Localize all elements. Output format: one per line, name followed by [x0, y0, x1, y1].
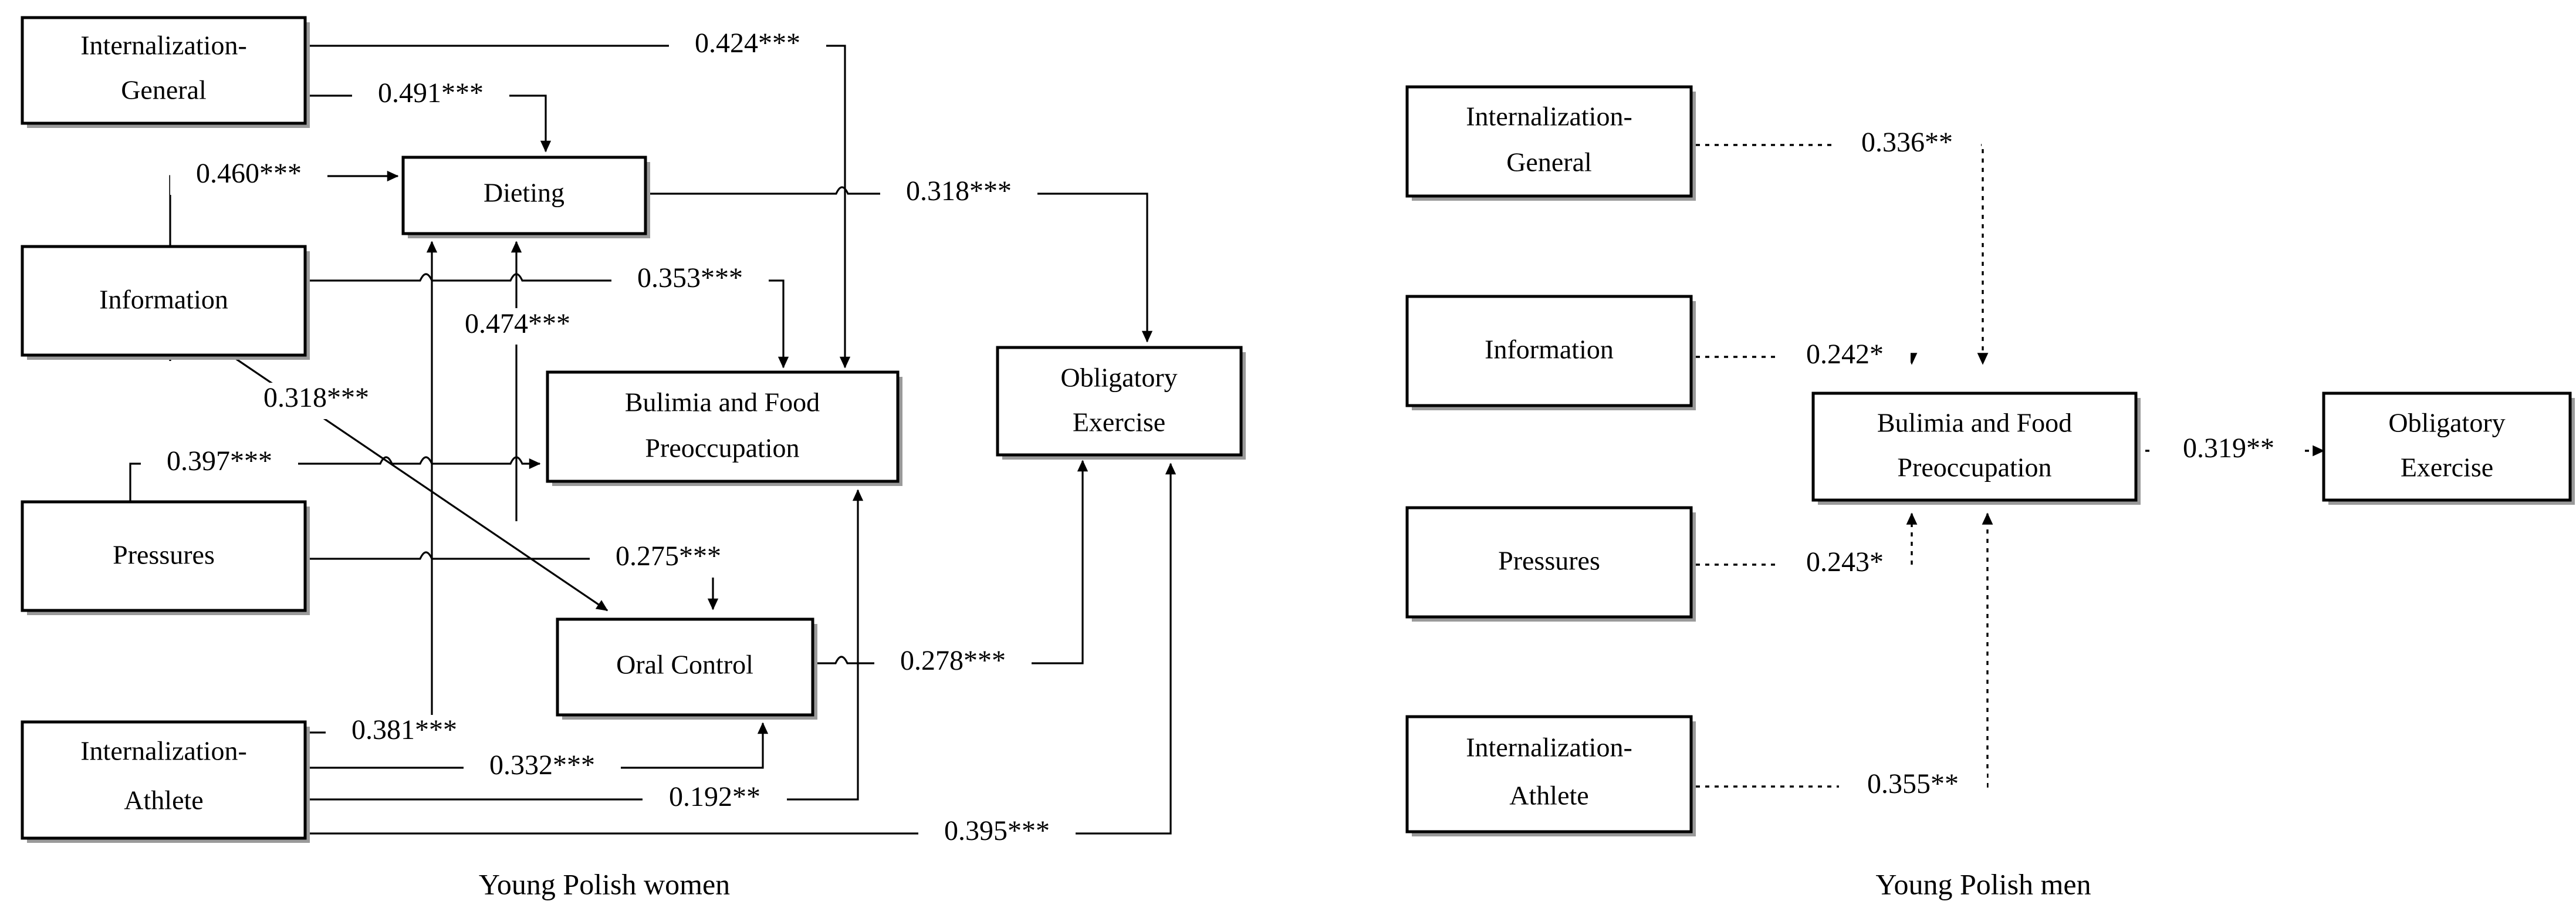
node-label-line2: Exercise — [2401, 453, 2493, 482]
node-label-line1: Information — [99, 285, 228, 315]
node-label-line1: Oral Control — [616, 650, 753, 680]
node-obligatory-exercise-men[interactable]: Obligatory Exercise — [2322, 392, 2575, 505]
node-internalization-athlete-men[interactable]: Internalization- Athlete — [1405, 715, 1696, 836]
edge-pressures-oral_control — [306, 551, 719, 610]
edge-label-0.474: 0.474*** — [439, 308, 596, 345]
nodes-men: Internalization- General Information Pre… — [1405, 85, 2575, 836]
edge-label-0.424: 0.424*** — [669, 28, 826, 65]
svg-text:0.491***: 0.491*** — [378, 77, 484, 109]
svg-text:0.192**: 0.192** — [669, 781, 760, 812]
node-internalization-general-women[interactable]: Internalization- General — [21, 16, 310, 128]
panel-caption-men: Young Polish men — [1875, 868, 2091, 900]
svg-text:0.242*: 0.242* — [1806, 339, 1884, 370]
svg-text:0.332***: 0.332*** — [489, 750, 595, 781]
svg-text:0.275***: 0.275*** — [616, 541, 721, 572]
edge-m-information-bulimia — [1696, 353, 1918, 365]
node-label-line1: Internalization- — [80, 736, 247, 766]
svg-text:0.381***: 0.381*** — [351, 714, 457, 745]
node-label-line2: Preoccupation — [645, 433, 799, 463]
edge-int_general-bulimia — [306, 45, 851, 369]
edge-label-m-0.355: 0.355** — [1839, 768, 1987, 805]
panel-caption-women: Young Polish women — [479, 868, 730, 900]
node-label-line1: Information — [1485, 335, 1614, 365]
edge-label-m-0.243: 0.243* — [1779, 546, 1911, 583]
node-label-line1: Internalization- — [1466, 733, 1632, 762]
node-label-line1: Internalization- — [80, 31, 247, 60]
svg-text:0.243*: 0.243* — [1806, 546, 1884, 578]
edge-label-m-0.336: 0.336** — [1833, 127, 1981, 164]
svg-text:0.424***: 0.424*** — [695, 28, 800, 59]
edge-labels-men: 0.336** 0.242* 0.243* 0.355** 0.319** — [1779, 127, 2303, 805]
node-label-line2: Athlete — [124, 785, 203, 815]
edge-int_athlete-dieting — [306, 241, 438, 734]
edge-label-0.381: 0.381*** — [326, 714, 483, 751]
svg-text:0.355**: 0.355** — [1867, 768, 1959, 799]
node-label-line2: Preoccupation — [1897, 453, 2051, 482]
panel-women: Internalization- General Information Pre… — [21, 16, 1246, 900]
edge-m-int_athlete-bulimia — [1696, 512, 1993, 788]
node-label-line2: General — [121, 75, 207, 105]
node-label-line1: Obligatory — [1060, 363, 1177, 393]
node-obligatory-exercise-women[interactable]: Obligatory Exercise — [996, 346, 1246, 460]
svg-text:0.336**: 0.336** — [1861, 127, 1953, 158]
node-label-line1: Pressures — [1498, 546, 1600, 576]
edge-information-bulimia — [306, 273, 789, 369]
edge-label-0.278: 0.278*** — [874, 645, 1032, 682]
node-label-line1: Bulimia and Food — [625, 387, 820, 417]
edge-label-0.460: 0.460*** — [170, 158, 327, 195]
node-pressures-women[interactable]: Pressures — [21, 500, 310, 615]
node-dieting-women[interactable]: Dieting — [401, 156, 650, 238]
edge-labels-women: 0.424*** 0.491*** 0.460*** 0.353*** 0.47 — [141, 28, 1076, 852]
edge-label-m-0.319: 0.319** — [2155, 433, 2303, 470]
edge-dieting-obligatory — [645, 186, 1153, 343]
node-label-line1: Bulimia and Food — [1877, 408, 2072, 438]
svg-text:0.318***: 0.318*** — [906, 176, 1012, 207]
edge-m-int_general-bulimia — [1696, 144, 1989, 365]
node-label-line1: Obligatory — [2388, 408, 2505, 438]
node-pressures-men[interactable]: Pressures — [1405, 506, 1696, 622]
node-bulimia-men[interactable]: Bulimia and Food Preoccupation — [1811, 392, 2141, 505]
edge-label-0.275: 0.275*** — [590, 541, 747, 578]
node-label-line2: Athlete — [1509, 781, 1588, 811]
svg-text:0.278***: 0.278*** — [900, 645, 1006, 676]
edge-label-0.332: 0.332*** — [464, 750, 621, 787]
edge-label-0.192: 0.192** — [643, 781, 787, 818]
svg-text:0.318***: 0.318*** — [263, 382, 369, 413]
svg-text:0.395***: 0.395*** — [944, 815, 1050, 846]
edge-oral_control-obligatory — [813, 460, 1088, 664]
node-label-line2: General — [1506, 147, 1592, 177]
edge-int_athlete-bulimia — [306, 489, 864, 801]
edge-label-0.318-obligatory: 0.318*** — [880, 176, 1037, 212]
node-information-women[interactable]: Information — [21, 245, 310, 360]
svg-text:0.460***: 0.460*** — [196, 158, 302, 189]
node-label-line1: Internalization- — [1466, 102, 1632, 131]
edge-label-m-0.242: 0.242* — [1779, 339, 1911, 376]
panel-men: Internalization- General Information Pre… — [1405, 85, 2575, 900]
edge-m-pressures-bulimia — [1696, 512, 1918, 566]
edge-label-0.318-oral: 0.318*** — [238, 382, 395, 419]
node-label-line1: Pressures — [113, 540, 215, 570]
node-internalization-athlete-women[interactable]: Internalization- Athlete — [21, 720, 310, 843]
svg-text:0.474***: 0.474*** — [465, 308, 570, 339]
node-information-men[interactable]: Information — [1405, 295, 1696, 410]
node-oral-control-women[interactable]: Oral Control — [556, 617, 817, 720]
edge-label-0.395: 0.395*** — [918, 815, 1076, 852]
svg-text:0.353***: 0.353*** — [637, 262, 743, 293]
edge-pressures-bulimia — [129, 456, 541, 502]
svg-text:0.397***: 0.397*** — [167, 446, 272, 477]
edge-label-0.491: 0.491*** — [352, 77, 509, 114]
edge-int_athlete-oral_control — [306, 722, 769, 769]
edge-label-0.353: 0.353*** — [611, 262, 769, 299]
node-internalization-general-men[interactable]: Internalization- General — [1405, 85, 1696, 201]
node-label-line2: Exercise — [1073, 407, 1165, 437]
nodes-women: Internalization- General Information Pre… — [21, 16, 1246, 843]
svg-text:0.319**: 0.319** — [2183, 433, 2274, 464]
node-bulimia-women[interactable]: Bulimia and Food Preoccupation — [546, 370, 902, 486]
node-label-line1: Dieting — [484, 178, 564, 208]
edge-label-0.397: 0.397*** — [141, 446, 298, 482]
edge-int_athlete-obligatory — [306, 463, 1177, 835]
